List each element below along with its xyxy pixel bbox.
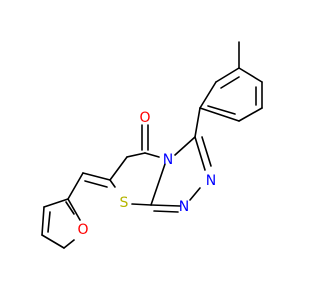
molecule-canvas: O N N N S O — [41, 41, 263, 249]
atom-labels: O N N N S O — [77, 110, 216, 238]
bond-c3-aryl — [194, 107, 201, 138]
bond-carbonyl-n — [144, 152, 160, 158]
bond-c3-n2 — [194, 136, 206, 171]
atom-o-carbonyl: O — [139, 110, 150, 126]
bond-furan-5 — [67, 198, 81, 221]
atom-o-furan: O — [77, 222, 88, 238]
bond-ar-inner-1 — [220, 76, 240, 89]
bond-s-c7a — [131, 203, 152, 206]
bond-ar-6 — [199, 107, 240, 122]
bond-c6-s — [109, 179, 116, 188]
bond-furan-4 — [63, 239, 75, 249]
atom-n-bridgehead: N — [163, 152, 173, 168]
bond-vinyl-furan — [67, 172, 84, 200]
bond-ar-inner-3 — [207, 105, 236, 115]
bond-exo-c-c — [82, 172, 111, 181]
bond-furan-5-double — [65, 201, 75, 215]
atom-n-ring-upper: N — [206, 173, 216, 189]
bond-ar-2 — [215, 67, 240, 83]
bond-ar-5 — [238, 107, 263, 122]
bond-furan-2 — [41, 206, 45, 236]
bond-exo-c-c-double — [84, 180, 108, 188]
bond-ar-3 — [238, 67, 263, 83]
bond-furan-1 — [43, 198, 69, 208]
bond-c5-carbonyl — [126, 152, 146, 158]
atom-s: S — [120, 195, 129, 211]
structure-diagram: O N N N S O — [41, 41, 263, 249]
bond-c3-n2-double — [201, 136, 212, 167]
bond-n1-c7a — [150, 204, 181, 207]
bond-lines — [41, 41, 263, 249]
bond-ar-1 — [199, 81, 217, 109]
bond-furan-2-double — [47, 211, 51, 233]
bond-n2-n1 — [189, 187, 201, 201]
bond-c6-c5 — [109, 156, 128, 181]
bond-furan-3 — [41, 234, 65, 249]
bond-c7a-n — [150, 163, 166, 206]
atom-n-ring-lower: N — [179, 199, 189, 215]
bond-n-c3 — [174, 136, 196, 156]
bond-n1-c7a-double — [153, 210, 179, 213]
